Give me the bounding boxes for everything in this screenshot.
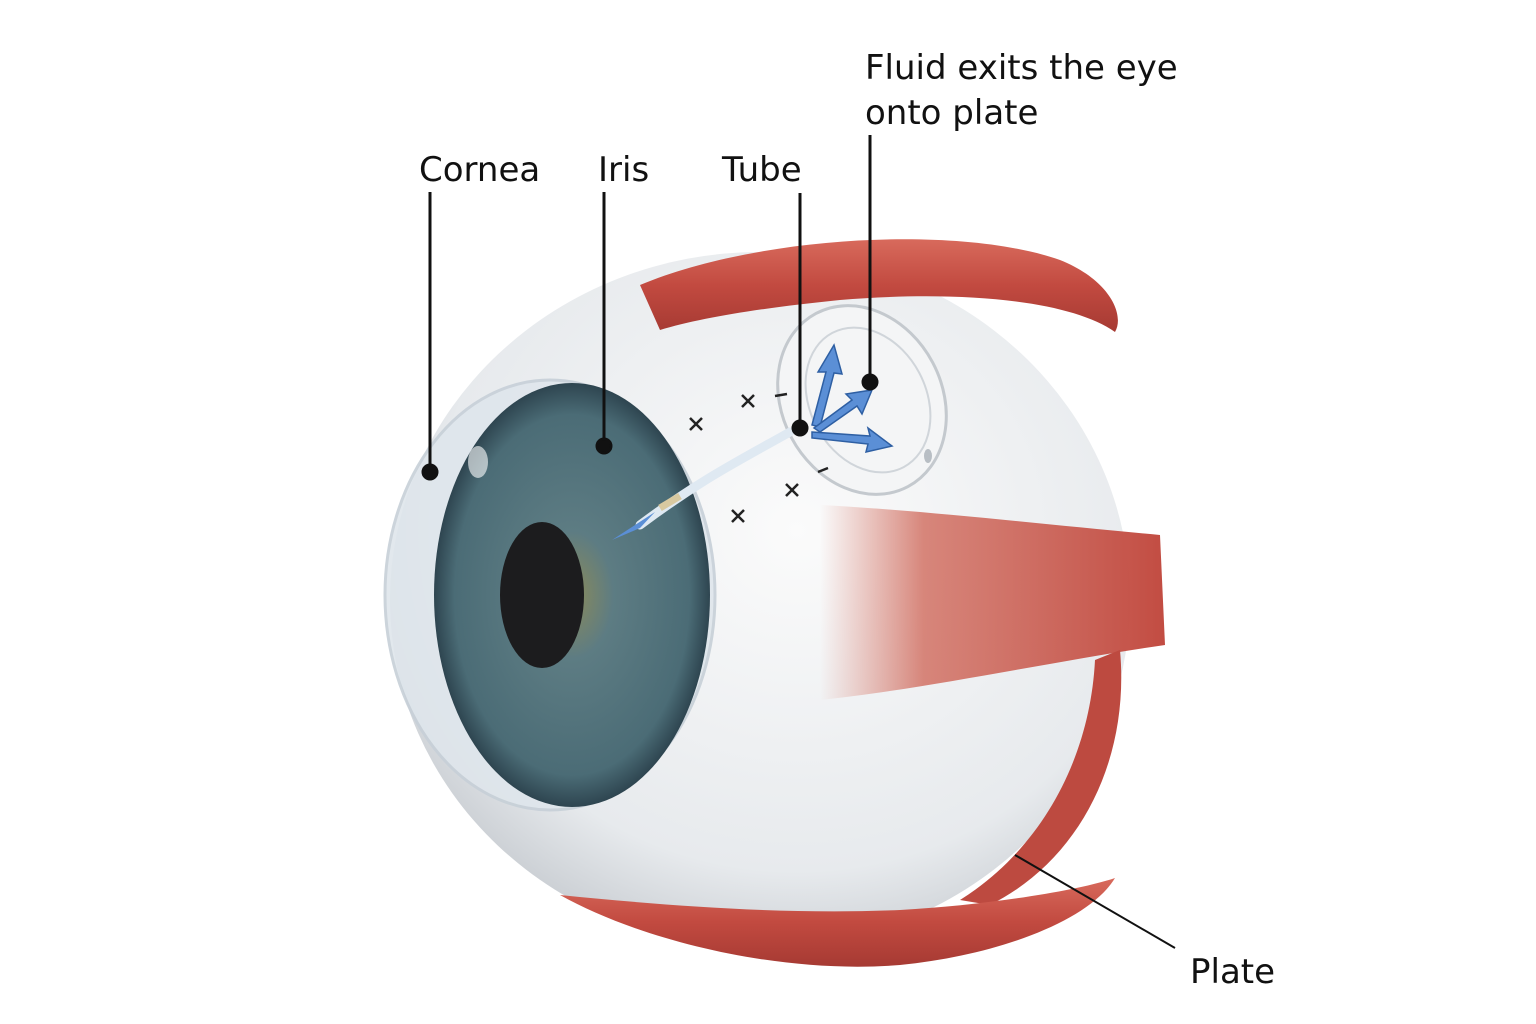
pupil xyxy=(500,522,584,668)
label-fluid-line1: Fluid exits the eye xyxy=(865,48,1178,88)
superior-muscle xyxy=(640,239,1118,332)
sutures xyxy=(689,392,829,523)
fluid-arrows xyxy=(811,343,894,454)
label-plate: Plate xyxy=(1190,952,1276,992)
inferior-oblique-muscle xyxy=(960,650,1122,905)
label-iris: Iris xyxy=(598,150,650,190)
label-tube: Tube xyxy=(722,150,802,190)
leader-lines xyxy=(421,135,1176,949)
inferior-muscle xyxy=(560,878,1115,967)
lateral-muscle xyxy=(820,505,1165,700)
tube xyxy=(635,427,795,530)
label-cornea: Cornea xyxy=(419,150,541,190)
label-fluid-line2: onto plate xyxy=(865,93,1039,133)
